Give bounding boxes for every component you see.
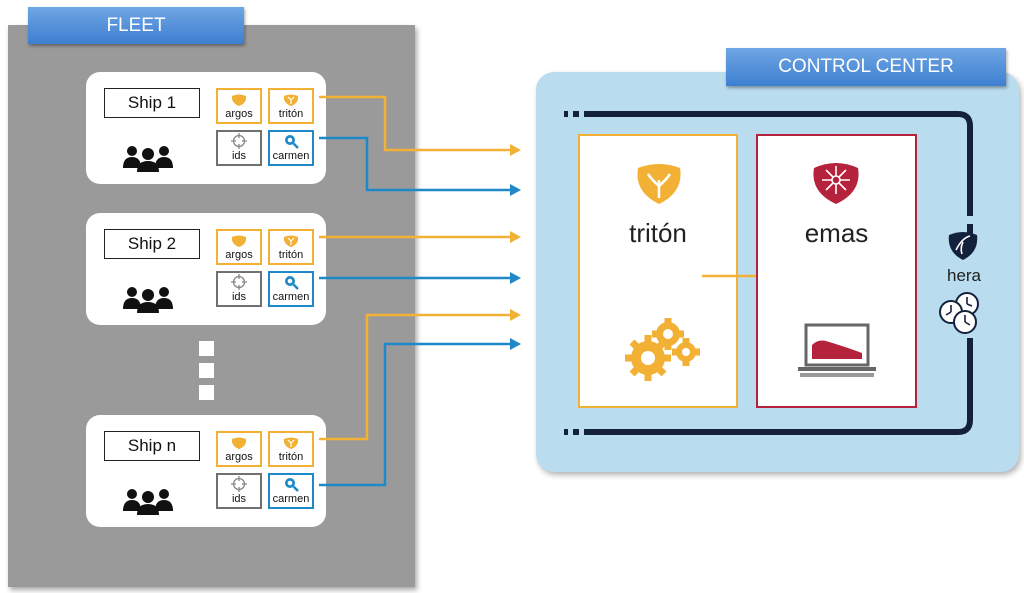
ids-tool: ids — [216, 473, 262, 509]
crosshair-icon — [231, 274, 247, 290]
crew-icon — [123, 287, 173, 313]
crew-icon — [123, 146, 173, 172]
ship-card: Ship 2 argos tritón ids — [86, 213, 326, 325]
fleet-title: FLEET — [28, 7, 244, 44]
emas-label: emas — [804, 218, 869, 248]
triton-icon — [283, 235, 299, 247]
ellipsis-dot — [199, 341, 214, 356]
triton-label: tritón — [278, 108, 304, 120]
emas-logo-icon — [813, 163, 859, 204]
clocks-icon — [939, 292, 979, 334]
gears-icon — [625, 318, 700, 381]
ship-name: Ship n — [104, 431, 200, 461]
emas-box: emas — [756, 134, 917, 408]
shipn-carmen-link — [319, 342, 512, 487]
carmen-tool: carmen — [268, 473, 314, 509]
arrowhead — [510, 272, 521, 284]
carmen-label: carmen — [272, 493, 310, 505]
crew-icon — [123, 489, 173, 515]
carmen-tool: carmen — [268, 271, 314, 307]
ids-tool: ids — [216, 271, 262, 307]
triton-label: tritón — [629, 218, 687, 248]
triton-label: tritón — [278, 249, 304, 261]
triton-tool: tritón — [268, 229, 314, 265]
arrowhead — [510, 338, 521, 350]
magnifier-icon — [285, 276, 299, 290]
hera-logo-icon — [948, 232, 978, 260]
arrowhead — [510, 184, 521, 196]
argos-tool: argos — [216, 88, 262, 124]
ship1-triton-link — [319, 95, 512, 152]
triton-box: tritón — [578, 134, 738, 408]
control-center-title: CONTROL CENTER — [726, 48, 1006, 86]
crosshair-icon — [231, 133, 247, 149]
ship-card: Ship 1 argos tritón ids — [86, 72, 326, 184]
magnifier-icon — [285, 478, 299, 492]
crosshair-icon — [231, 476, 247, 492]
ship1-carmen-link — [319, 136, 512, 192]
argos-tool: argos — [216, 229, 262, 265]
triton-tool: tritón — [268, 431, 314, 467]
hera-label: hera — [946, 266, 982, 285]
ids-label: ids — [231, 493, 247, 505]
carmen-label: carmen — [272, 150, 310, 162]
ship-name: Ship 2 — [104, 229, 200, 259]
laptop-icon — [798, 323, 876, 377]
carmen-label: carmen — [272, 291, 310, 303]
arrowhead — [510, 144, 521, 156]
ellipsis-dot — [199, 385, 214, 400]
ship-card: Ship n argos tritón ids — [86, 415, 326, 527]
shipn-triton-link — [319, 313, 512, 441]
triton-logo-icon — [637, 164, 681, 204]
ellipsis-dot — [199, 363, 214, 378]
carmen-tool: carmen — [268, 130, 314, 166]
triton-icon — [283, 94, 299, 106]
ids-tool: ids — [216, 130, 262, 166]
ship-name: Ship 1 — [104, 88, 200, 118]
argos-label: argos — [225, 108, 253, 120]
argos-icon — [231, 437, 247, 449]
argos-tool: argos — [216, 431, 262, 467]
arrowhead — [510, 231, 521, 243]
argos-icon — [231, 94, 247, 106]
ids-label: ids — [231, 150, 247, 162]
argos-icon — [231, 235, 247, 247]
triton-icon — [283, 437, 299, 449]
arrowhead — [510, 309, 521, 321]
triton-tool: tritón — [268, 88, 314, 124]
argos-label: argos — [225, 249, 253, 261]
argos-label: argos — [225, 451, 253, 463]
triton-label: tritón — [278, 451, 304, 463]
magnifier-icon — [285, 135, 299, 149]
ids-label: ids — [231, 291, 247, 303]
